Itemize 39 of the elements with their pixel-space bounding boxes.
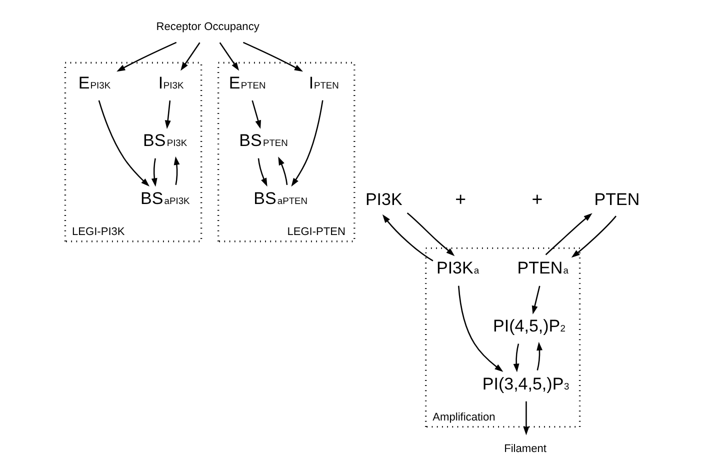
arrow: [382, 214, 434, 262]
arrow: [242, 42, 303, 72]
node-text: PTEN: [594, 190, 640, 209]
label: +: [532, 188, 543, 210]
arrow: [252, 100, 261, 129]
arrow: [513, 344, 520, 372]
arrow: [180, 42, 200, 71]
node-text: PI(3,4,5,)P3: [482, 374, 570, 394]
arrow: [258, 158, 268, 187]
arrow: [545, 213, 592, 256]
node-text: BSPTEN: [239, 131, 288, 150]
node-text: PTENa: [517, 258, 568, 278]
node-text: BSPI3K: [143, 131, 188, 150]
node-text: IPI3K: [158, 73, 184, 92]
arrow: [536, 342, 543, 370]
arrow: [174, 156, 180, 185]
arrow: [116, 42, 177, 72]
node-text: PI3K: [365, 190, 402, 209]
arrow: [523, 401, 530, 436]
node-text: EPI3K: [78, 73, 111, 92]
node-text: EPTEN: [228, 73, 266, 92]
arrow: [219, 42, 240, 71]
node-text: IPTEN: [308, 73, 339, 92]
label: +: [455, 188, 466, 210]
node-text: BSaPI3K: [140, 188, 190, 208]
arrow: [406, 212, 455, 256]
arrow: [164, 100, 171, 129]
arrow: [532, 286, 540, 314]
arrow: [151, 158, 158, 187]
node-text: Receptor Occupancy: [156, 20, 260, 33]
node-text: PI(4,5,)P2: [493, 316, 566, 336]
node-text: Filament: [504, 442, 546, 455]
arrow: [278, 156, 288, 185]
arrow: [571, 216, 616, 258]
arrow: [458, 286, 504, 372]
arrow: [98, 100, 150, 187]
node-text: PI3Ka: [436, 258, 480, 278]
node-text: BSaPTEN: [254, 188, 308, 208]
arrow: [291, 100, 324, 187]
